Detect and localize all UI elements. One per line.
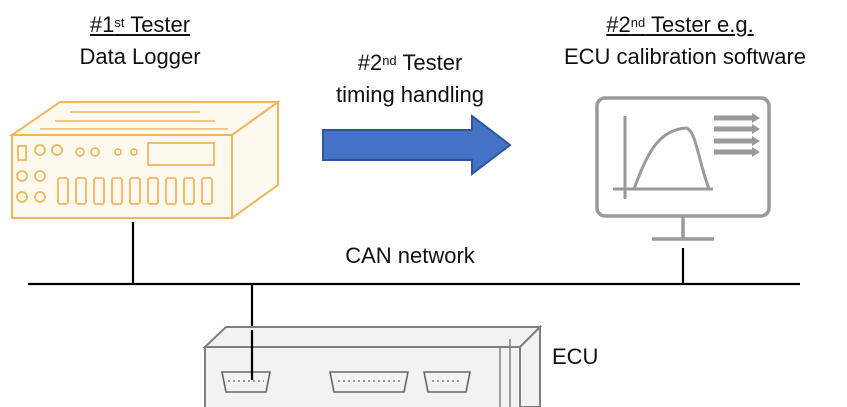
tester2-title: #2nd Tester e.g. — [560, 12, 800, 38]
tester2-word: Tester e.g. — [645, 12, 754, 37]
tester2-sup: nd — [630, 15, 646, 30]
data-logger-icon — [8, 100, 282, 220]
tester1-title: #1st Tester — [40, 12, 240, 38]
ecu-icon — [202, 324, 543, 407]
arrow-word: Tester — [396, 50, 463, 75]
arrow-title: #2nd Tester — [310, 50, 510, 76]
can-network-label: CAN network — [345, 243, 475, 268]
tester1-word: Tester — [124, 12, 191, 37]
tester2-name: ECU calibration software — [563, 44, 807, 69]
arrow-right-icon — [322, 113, 512, 177]
arrow-number: #2 — [357, 50, 383, 75]
monitor-chart-icon — [595, 96, 771, 241]
tester1-name: Data Logger — [79, 44, 201, 69]
arrow-sup: nd — [382, 53, 397, 68]
tester1-sup: st — [114, 15, 125, 30]
arrow-subtitle: timing handling — [336, 82, 484, 107]
tester2-number: #2 — [606, 12, 631, 37]
ecu-label: ECU — [552, 344, 599, 369]
tester1-number: #1 — [89, 12, 115, 37]
